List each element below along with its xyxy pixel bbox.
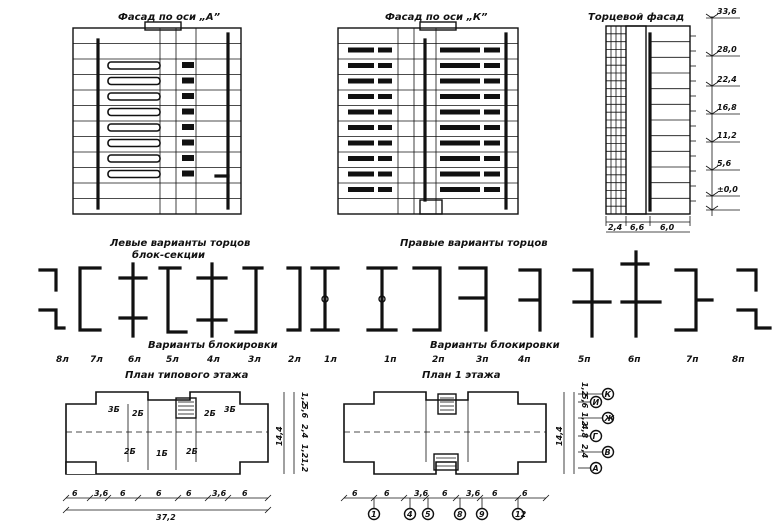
elevation-1: 33,6 <box>717 7 737 16</box>
axis-bubble-bottom: 4 <box>406 510 413 519</box>
right-variant-label: 7п <box>686 355 698 365</box>
end-facade-title: Торцевой фасад <box>588 11 684 23</box>
first-dim-5: 3,6 <box>466 489 481 498</box>
right-variant-label: 4п <box>517 355 530 365</box>
axis-bubble-right: К <box>605 390 612 399</box>
elevation-6: 5,6 <box>717 159 732 168</box>
end-variants: Левые варианты торцов блок-секции Правые… <box>38 238 772 365</box>
right-variant-label: 2п <box>432 355 444 365</box>
end-dim-1: 2,4 <box>608 223 623 232</box>
left-variant-label: 7л <box>90 355 103 365</box>
axis-bubble-bottom: 1 <box>371 510 377 519</box>
typ-dim-4: 6 <box>156 489 162 498</box>
apt-bottom-3: 2Б <box>186 447 198 456</box>
elevation-5: 11,2 <box>717 131 737 140</box>
end-facade: Торцевой фасад 2,4 6,6 6,0 <box>588 11 696 233</box>
end-dim-2: 6,6 <box>630 223 645 232</box>
typ-dim-7: 6 <box>242 489 248 498</box>
typ-depth-2: 5,6 <box>300 404 309 419</box>
right-variant-label: 5п <box>578 355 590 365</box>
axis-bubble-bottom: 8 <box>457 510 463 519</box>
first-depth-5: 2,4 <box>580 444 589 459</box>
facade-a: Фасад по оси „А” <box>72 12 242 215</box>
first-total-depth: 14,4 <box>555 426 564 446</box>
axis-bubble-right: А <box>592 464 599 473</box>
elevation-7: ±0,0 <box>717 185 738 194</box>
left-variant-label: 1л <box>324 355 337 365</box>
first-plan-title: План 1 этажа <box>422 370 501 381</box>
right-variant-label: 8п <box>732 355 744 365</box>
elevation-4: 16,8 <box>717 103 737 112</box>
first-dim-3: 3,6 <box>414 489 429 498</box>
apt-top-3: 2Б <box>204 409 216 418</box>
typ-total-depth: 14,4 <box>275 426 284 446</box>
left-variant-label: 5л <box>166 355 179 365</box>
first-dim-1: 6 <box>352 489 358 498</box>
facade-k: Фасад по оси „К” <box>337 12 519 215</box>
first-depth-2: 5,6 <box>580 394 589 409</box>
blocking-right-title: Варианты блокировки <box>430 339 560 351</box>
first-depth-1: 1,2 <box>580 382 589 397</box>
axis-bubble-right: В <box>605 448 611 457</box>
right-variant-label: 6п <box>628 355 640 365</box>
elevation-2: 28,0 <box>717 45 737 54</box>
axis-bubble-right: И <box>593 398 600 407</box>
first-depth-3: 1,2 <box>580 412 589 427</box>
typ-depth-1: 1,2 <box>300 392 309 407</box>
first-dim-7: 6 <box>522 489 528 498</box>
blocking-left-title: Варианты блокировки <box>148 339 278 351</box>
end-dim-3: 6,0 <box>660 223 675 232</box>
facade-k-title: Фасад по оси „К” <box>385 12 488 23</box>
elevation-scale: 33,6 28,0 22,4 16,8 11,2 5,6 ±0,0 <box>705 7 740 216</box>
apt-top-1: 3Б <box>108 405 120 414</box>
typical-plan-title: План типового этажа <box>125 370 249 381</box>
first-dim-4: 6 <box>442 489 448 498</box>
apt-top-4: 3Б <box>224 405 236 414</box>
typ-depth-3: 2,4 <box>300 424 309 439</box>
elevation-3: 22,4 <box>717 75 737 84</box>
first-dim-6: 6 <box>492 489 498 498</box>
typical-floor-plan: План типового этажа 3Б 2Б 2Б 3Б 2Б 1Б 2Б… <box>62 370 309 522</box>
left-variant-label: 8л <box>56 355 69 365</box>
axis-bubble-bottom: 9 <box>479 510 485 519</box>
left-variant-label: 3л <box>248 355 261 365</box>
axis-bubble-right: Ж <box>604 414 615 423</box>
typ-depth-4: 1,2 <box>300 444 309 459</box>
first-dim-2: 6 <box>384 489 390 498</box>
first-floor-plan: План 1 этажа 6 6 3,6 6 3,6 6 6 1 4 5 8 9 12 1… <box>340 370 615 521</box>
right-variant-label: 3п <box>476 355 488 365</box>
left-variant-label: 6л <box>128 355 141 365</box>
right-variant-label: 1п <box>384 355 396 365</box>
apt-bottom-2: 1Б <box>156 449 168 458</box>
right-variants-title: Правые варианты торцов <box>400 238 548 249</box>
typ-dim-5: 6 <box>186 489 192 498</box>
left-variant-label: 4л <box>206 355 220 365</box>
typ-dim-1: 6 <box>72 489 78 498</box>
left-variants-title-1: Левые варианты торцов <box>109 238 250 249</box>
typ-dim-3: 6 <box>120 489 126 498</box>
typ-dim-6: 3,6 <box>212 489 227 498</box>
typ-depth-5: 1,2 <box>300 458 309 473</box>
apt-top-2: 2Б <box>132 409 144 418</box>
apt-bottom-1: 2Б <box>124 447 136 456</box>
typ-dim-2: 3,6 <box>94 489 109 498</box>
typ-total-width: 37,2 <box>156 513 176 522</box>
left-variants-title-2: блок-секции <box>132 249 205 261</box>
axis-bubble-bottom: 5 <box>425 510 431 519</box>
facade-a-title: Фасад по оси „А” <box>118 12 221 23</box>
axis-bubble-right: Г <box>593 432 599 441</box>
axis-bubble-bottom: 12 <box>515 510 527 519</box>
first-depth-4: 4,8 <box>580 423 589 439</box>
left-variant-label: 2л <box>288 355 301 365</box>
